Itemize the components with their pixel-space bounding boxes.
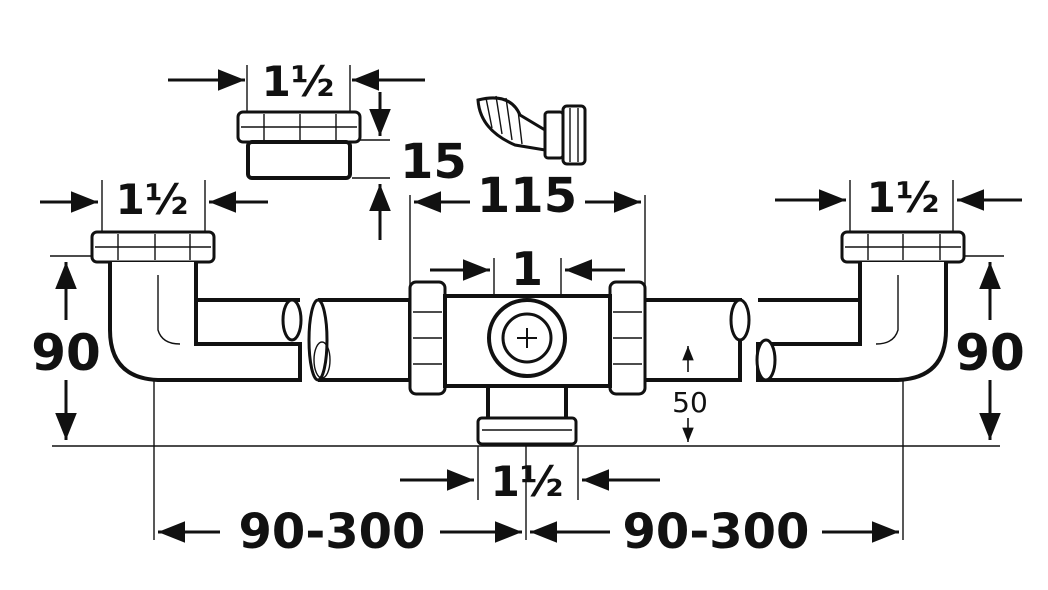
height-15-label: 15	[400, 134, 467, 190]
right-inlet-size-label: 1½	[867, 173, 940, 222]
center-inlet-size-label: 1	[511, 242, 543, 296]
right-elbow	[755, 230, 966, 382]
left-inlet-size-label: 1½	[116, 175, 189, 224]
outlet-size-label: 1½	[491, 457, 564, 506]
left-pipe	[307, 298, 412, 382]
right-span-label: 90-300	[623, 504, 810, 560]
flexible-hose-icon	[476, 95, 587, 166]
left-span-label: 90-300	[239, 504, 426, 560]
offset-50-label: 50	[672, 386, 708, 419]
dimension-arrows	[40, 69, 1022, 543]
top-inlet-size-label: 1½	[262, 57, 335, 106]
width-115-label: 115	[477, 168, 577, 224]
top-adapter	[236, 110, 362, 180]
left-elbow	[90, 230, 303, 382]
right-height-label: 90	[955, 324, 1025, 382]
right-pipe	[645, 298, 751, 382]
center-tee	[408, 280, 647, 446]
left-height-label: 90	[31, 324, 101, 382]
